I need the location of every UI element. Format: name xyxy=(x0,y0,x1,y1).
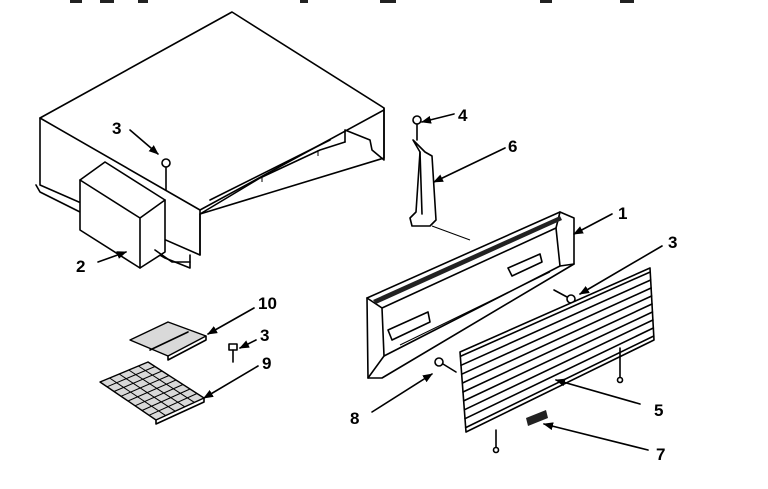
plate-10 xyxy=(129,321,207,361)
badge-7 xyxy=(526,410,548,426)
grille-slat xyxy=(462,311,654,402)
label-4: 6 xyxy=(508,137,517,156)
label-1: 1 xyxy=(618,204,627,223)
label-9: 9 xyxy=(262,354,271,373)
filter-9 xyxy=(99,361,205,425)
filter-mesh-line xyxy=(109,377,166,417)
label-3-right: 3 xyxy=(668,233,677,252)
top-edge-artifacts xyxy=(70,0,634,3)
label-3-mid: 3 xyxy=(260,326,269,345)
grille-slat xyxy=(460,279,652,367)
bracket-4 xyxy=(409,139,471,241)
filter-mesh-line xyxy=(138,365,195,403)
filter-mesh-line xyxy=(148,393,198,416)
housing-cabinet xyxy=(35,11,385,269)
filter-mesh-line xyxy=(120,375,170,397)
filter-mesh-line xyxy=(113,370,163,392)
grille-slat xyxy=(461,295,653,384)
frame-1 xyxy=(366,211,575,379)
label-7: 7 xyxy=(656,445,665,464)
label-10: 10 xyxy=(258,294,277,313)
label-5: 4 xyxy=(458,106,468,125)
label-6: 5 xyxy=(654,401,663,420)
grille-6 xyxy=(459,267,655,454)
grille-slat xyxy=(464,327,655,420)
filter-mesh-line xyxy=(127,379,177,402)
filter-mesh-line xyxy=(106,366,156,388)
label-2: 2 xyxy=(76,257,85,276)
label-8: 8 xyxy=(350,409,359,428)
screw-8 xyxy=(434,357,457,373)
screw-3-mid xyxy=(228,343,238,363)
leader-lines xyxy=(97,113,663,451)
label-3-top: 3 xyxy=(112,119,121,138)
grille-slat xyxy=(459,271,651,358)
filter-mesh-line xyxy=(118,373,176,412)
grille-slat xyxy=(463,319,654,411)
filter-mesh-line xyxy=(134,384,184,407)
filter-mesh-line xyxy=(128,369,186,408)
screw-5 xyxy=(412,115,422,141)
screw-3-right xyxy=(553,289,576,304)
filter-mesh-line xyxy=(141,388,191,411)
screw-3-top xyxy=(161,158,171,191)
grille-slat xyxy=(462,303,653,393)
grille-slat xyxy=(460,287,652,375)
